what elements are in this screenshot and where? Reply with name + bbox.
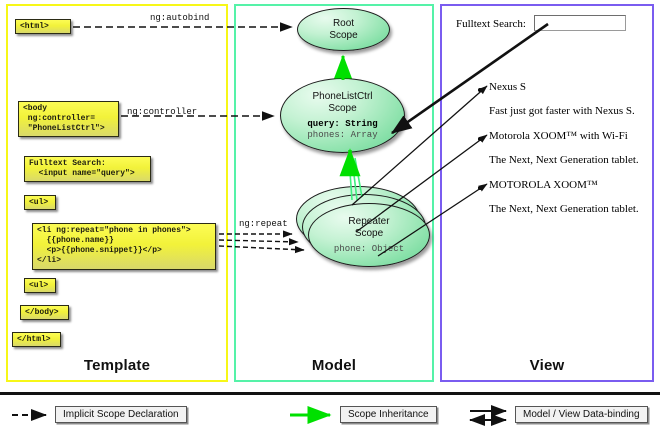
scope-root-title-line2: Scope (329, 29, 358, 41)
column-label-template: Template (83, 357, 151, 374)
view-item-bullet (478, 88, 482, 92)
view-item-snippet-0: Fast just got faster with Nexus S. (489, 105, 635, 117)
code-box-body-close: </body> (20, 305, 69, 320)
edge-label-ng-autobind: ng:autobind (150, 13, 210, 23)
code-box-ul-open: <ul> (24, 195, 56, 210)
scope-phonelistctrl-properties: query: String phones: Array (307, 119, 377, 141)
edge-label-ng-controller: ng:controller (127, 107, 198, 117)
scope-repeater-properties: phone: Object (334, 244, 404, 255)
scope-property-query: query: String (307, 118, 378, 129)
code-box-fulltext-search: Fulltext Search: <input name="query"> (24, 156, 151, 182)
column-label-view: View (529, 357, 565, 374)
legend-item-model-view-data-binding: Model / View Data-binding (515, 406, 648, 423)
legend-divider (0, 392, 660, 395)
view-item-name-1: Motorola XOOM™ with Wi-Fi (489, 130, 628, 142)
view-item-bullet (478, 186, 482, 190)
scope-property-phone: phone: Object (333, 243, 405, 254)
column-template: Template (6, 4, 228, 382)
view-item-bullet (478, 137, 482, 141)
column-view: View (440, 4, 654, 382)
column-label-model: Model (311, 357, 357, 374)
scope-phonelistctrl-title-line2: Scope (328, 102, 357, 114)
scope-root-title-line1: Root (332, 17, 355, 29)
view-search-label: Fulltext Search: (456, 18, 526, 30)
code-box-html-close: </html> (12, 332, 61, 347)
scope-phonelistctrl-title-line1: PhoneListCtrl (312, 90, 373, 102)
code-box-ul-close: <ul> (24, 278, 56, 293)
code-box-body-open: <body ng:controller= "PhoneListCtrl"> (18, 101, 119, 137)
scope-repeater-title-line1: Repeater (348, 215, 390, 227)
code-box-html-open: <html> (15, 19, 71, 34)
view-item-name-2: MOTOROLA XOOM™ (489, 179, 598, 191)
view-item-snippet-2: The Next, Next Generation tablet. (489, 203, 639, 215)
view-item-snippet-1: The Next, Next Generation tablet. (489, 154, 639, 166)
code-box-li-repeat: <li ng:repeat="phone in phones"> {{phone… (32, 223, 216, 270)
fulltext-search-input[interactable] (534, 15, 626, 31)
legend-item-scope-inheritance: Scope Inheritance (340, 406, 437, 423)
view-item-name-0: Nexus S (489, 81, 526, 93)
scope-phonelistctrl: PhoneListCtrl Scope query: String phones… (280, 78, 405, 153)
scope-property-phones: phones: Array (307, 129, 378, 140)
scope-repeater: Repeater Scope phone: Object (308, 203, 430, 267)
edge-label-ng-repeat: ng:repeat (239, 219, 288, 229)
scope-repeater-title-line2: Scope (354, 227, 384, 239)
scope-root: Root Scope (297, 8, 390, 51)
legend-item-implicit-scope-declaration: Implicit Scope Declaration (55, 406, 187, 423)
